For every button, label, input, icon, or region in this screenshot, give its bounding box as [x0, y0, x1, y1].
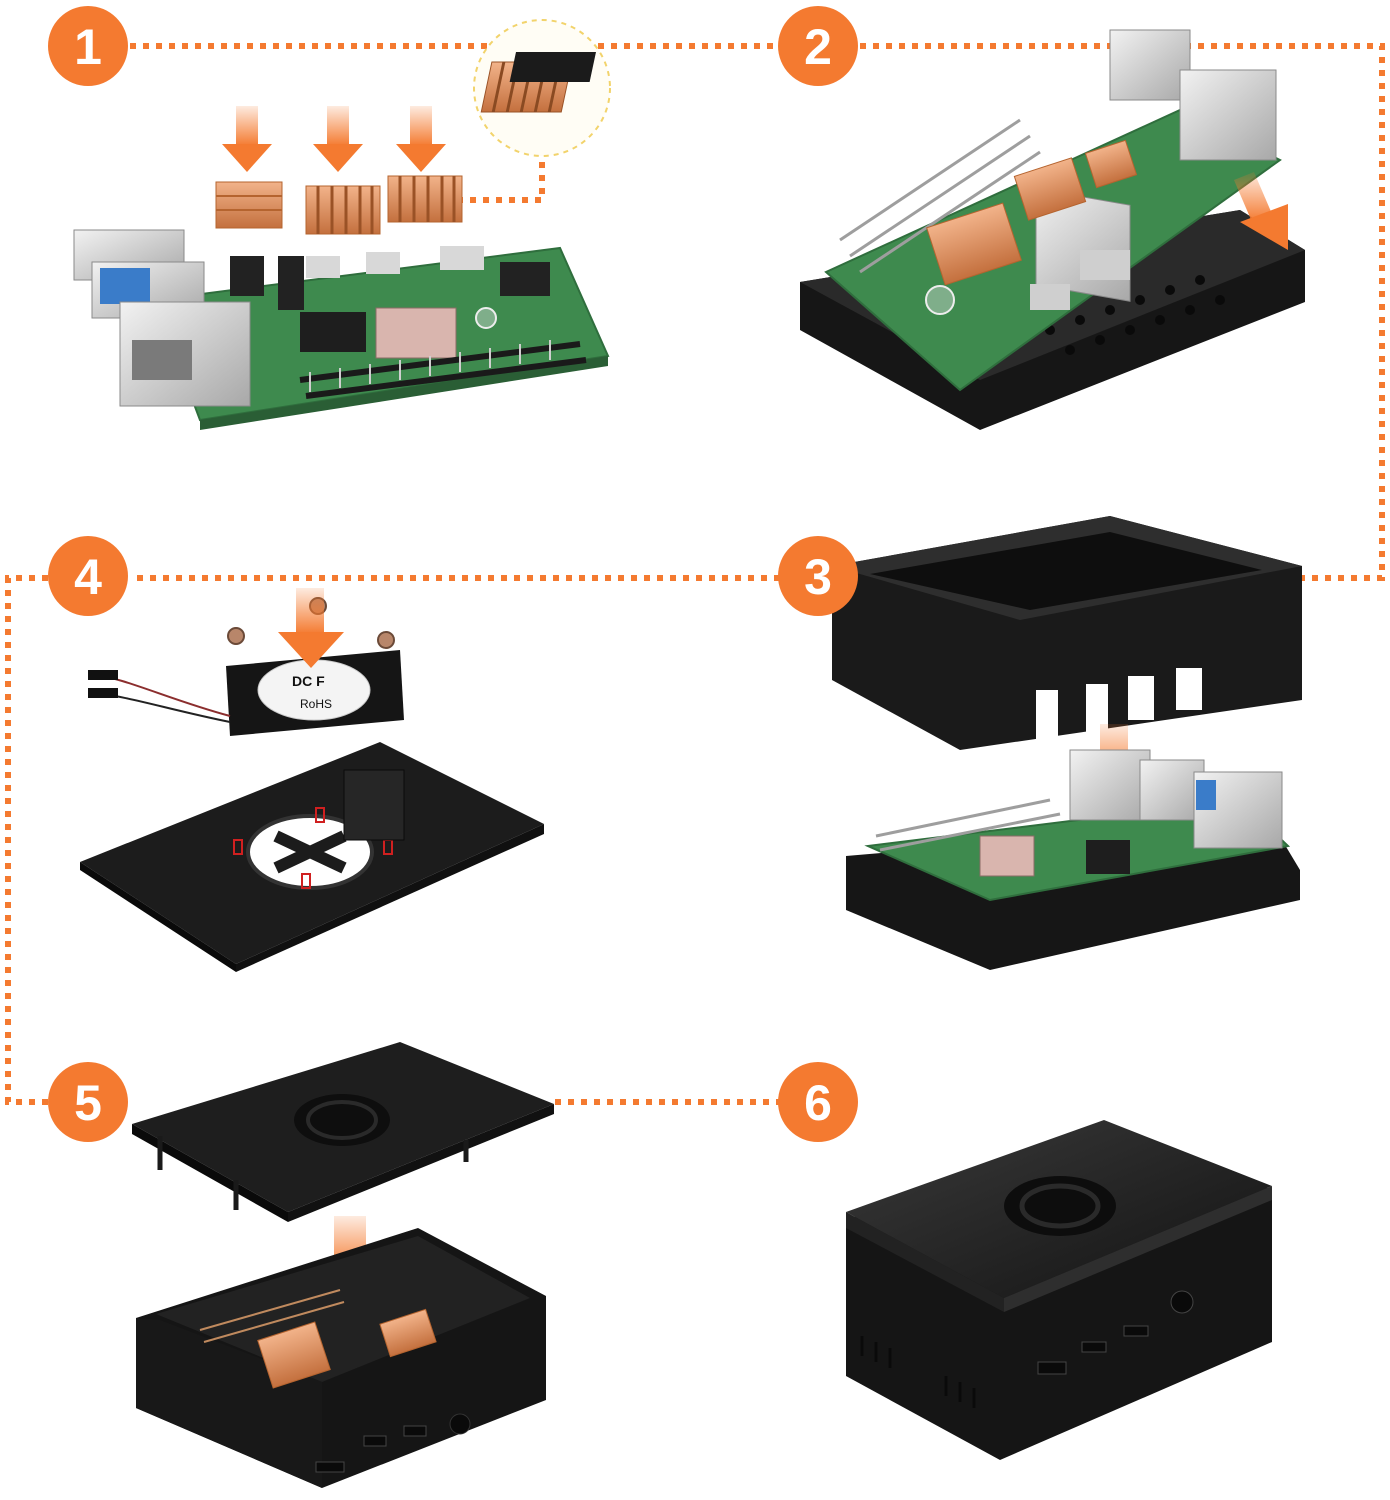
fan-label-text: DC F — [292, 673, 325, 689]
step-number: 5 — [74, 1075, 102, 1131]
step-number: 4 — [74, 549, 102, 605]
step-2-illustration — [800, 29, 1305, 430]
step-badge-4: 4 — [48, 536, 128, 616]
screw-nut-icon — [377, 631, 395, 649]
insert-arrow-icon — [396, 106, 446, 172]
step-badge-6: 6 — [778, 1062, 858, 1142]
step-number: 6 — [804, 1075, 832, 1131]
heatsink-small-icon — [215, 181, 283, 229]
finished-case-icon — [846, 1120, 1272, 1460]
screw-nut-icon — [227, 627, 245, 645]
step-number: 3 — [804, 549, 832, 605]
step-badge-1: 1 — [48, 6, 128, 86]
step-badge-5: 5 — [48, 1062, 128, 1142]
heatsink-detail-icon — [480, 52, 596, 113]
insert-arrow-icon — [313, 106, 363, 172]
fan-lid-icon — [132, 1042, 554, 1222]
case-open-icon — [136, 1228, 546, 1488]
step-5-illustration — [132, 1042, 554, 1488]
insert-arrow-icon — [1234, 172, 1288, 250]
insert-arrow-icon — [222, 106, 272, 172]
cooling-fan-icon: DC F RoHS — [88, 650, 404, 736]
step-3-illustration — [832, 516, 1302, 970]
raspberry-pi-board-icon — [73, 229, 610, 430]
fan-lid-icon — [80, 742, 544, 972]
step-1-illustration — [73, 19, 611, 430]
step-badge-2: 2 — [778, 6, 858, 86]
insert-arrow-icon — [278, 588, 344, 668]
step-badge-3: 3 — [778, 536, 858, 616]
step-number: 1 — [74, 19, 102, 75]
heatsink-finned-icon — [387, 175, 463, 223]
step-6-illustration — [846, 1120, 1272, 1460]
fan-rohs-text: RoHS — [300, 697, 332, 711]
step-4-illustration: DC F RoHS — [80, 588, 544, 972]
step-number: 2 — [804, 19, 832, 75]
heatsink-finned-icon — [305, 185, 381, 235]
